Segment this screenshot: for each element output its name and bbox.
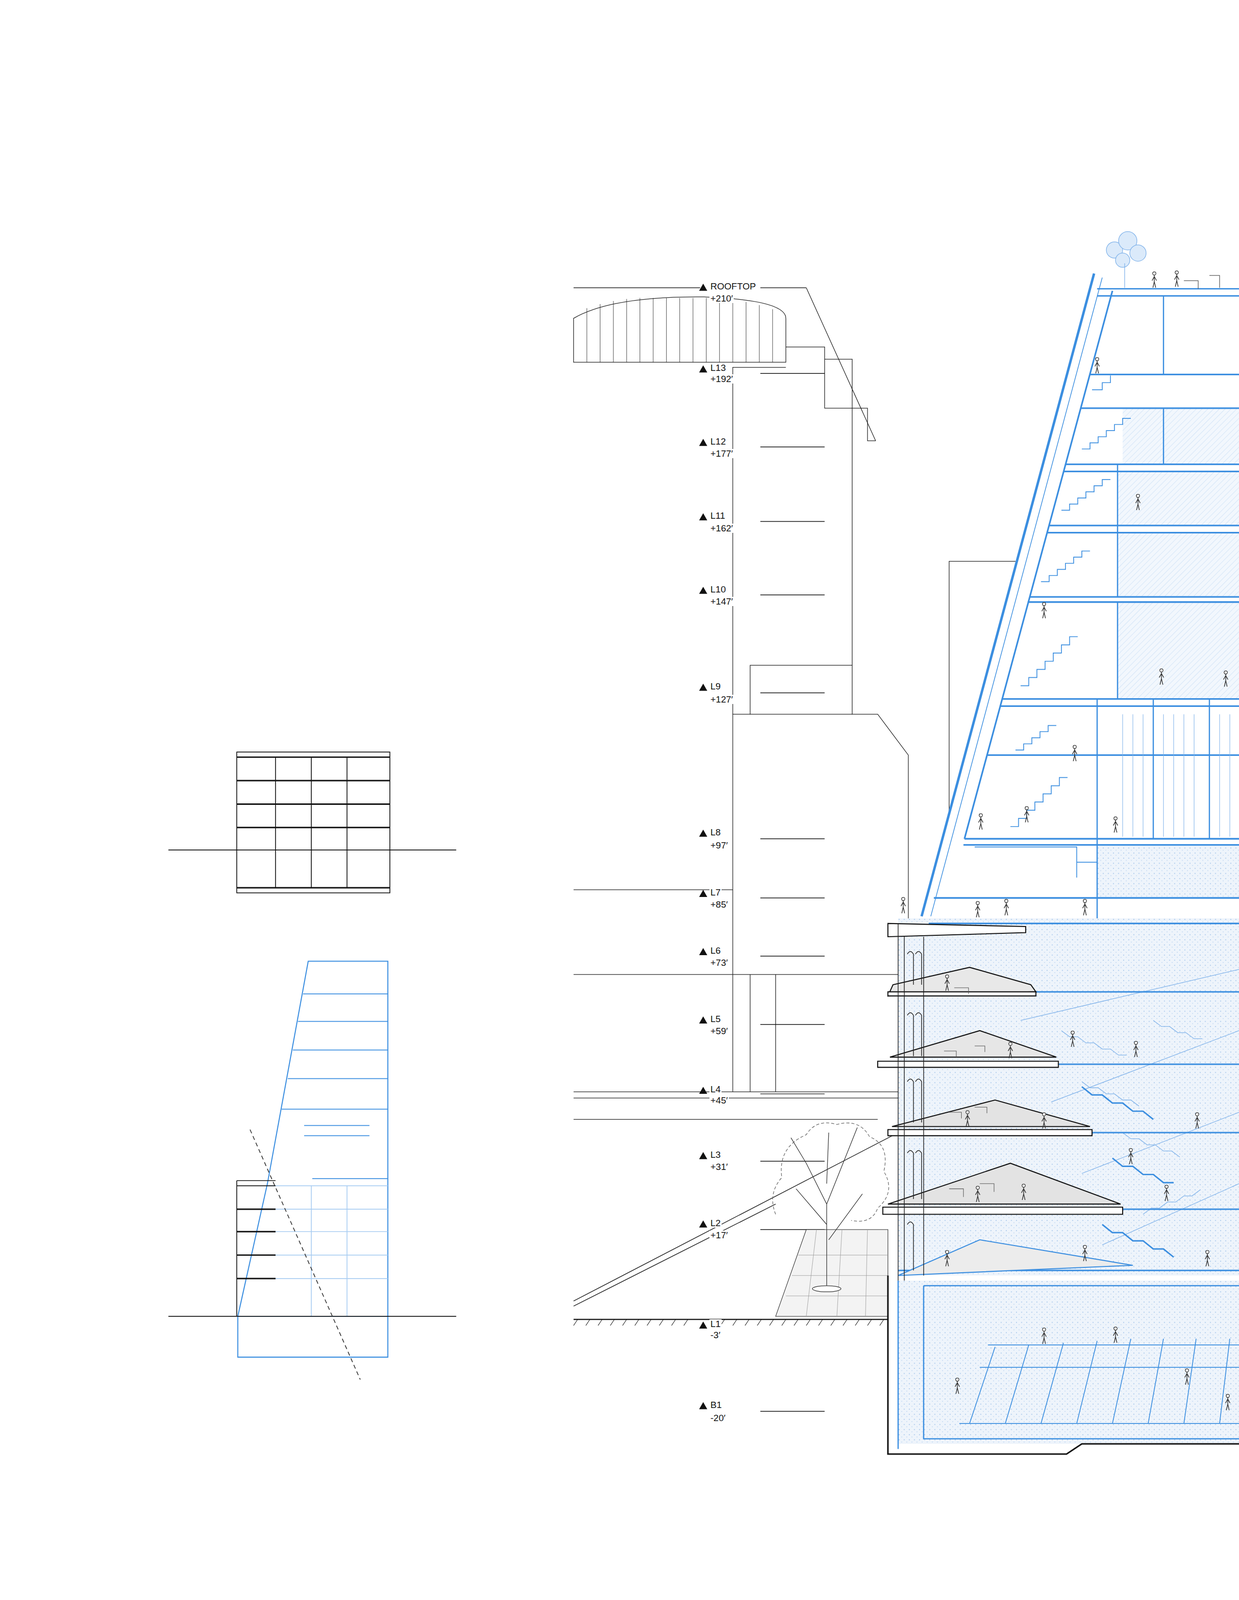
level-name: L4 — [709, 1084, 722, 1095]
level-name: L2 — [709, 1218, 722, 1228]
level-elevation: +127′ — [709, 694, 734, 705]
level-name: L9 — [709, 681, 722, 692]
level-elevation: -3′ — [709, 1330, 722, 1340]
level-name: L13 — [709, 363, 727, 373]
level-name: L3 — [709, 1150, 722, 1160]
level-elevation: -20′ — [709, 1413, 727, 1423]
level-elevation: +162′ — [709, 523, 734, 533]
level-name: L10 — [709, 584, 727, 595]
street-tree — [772, 1123, 889, 1293]
level-elevation: +97′ — [709, 840, 729, 851]
tower-section — [921, 273, 1239, 919]
level-elevation: +59′ — [709, 1026, 729, 1036]
level-name: B1 — [709, 1400, 723, 1410]
level-elevation: +73′ — [709, 958, 729, 968]
level-name: L8 — [709, 827, 722, 837]
level-name: L5 — [709, 1014, 722, 1024]
level-elevation: +192′ — [709, 374, 734, 384]
proposed-section — [168, 961, 457, 1381]
existing-section — [168, 752, 457, 893]
level-name: L12 — [709, 436, 727, 447]
level-elevation: +85′ — [709, 900, 729, 910]
level-name: L6 — [709, 946, 722, 956]
level-elevation: +45′ — [709, 1095, 729, 1106]
level-elevation: +17′ — [709, 1230, 729, 1240]
rooftop-garden — [1106, 231, 1220, 290]
basement-section — [887, 1275, 1239, 1455]
level-elevation: +177′ — [709, 449, 734, 459]
level-elevation: +147′ — [709, 596, 734, 607]
level-name: L1 — [709, 1319, 722, 1329]
level-name: L7 — [709, 887, 722, 898]
level-name: ROOFTOP — [709, 281, 757, 291]
level-elevation: +31′ — [709, 1162, 729, 1172]
level-name: L11 — [709, 511, 726, 521]
site-ground — [573, 1132, 899, 1326]
level-elevation: +210′ — [709, 293, 734, 304]
people-figures — [901, 271, 1231, 1411]
podium-section — [877, 918, 1239, 1317]
